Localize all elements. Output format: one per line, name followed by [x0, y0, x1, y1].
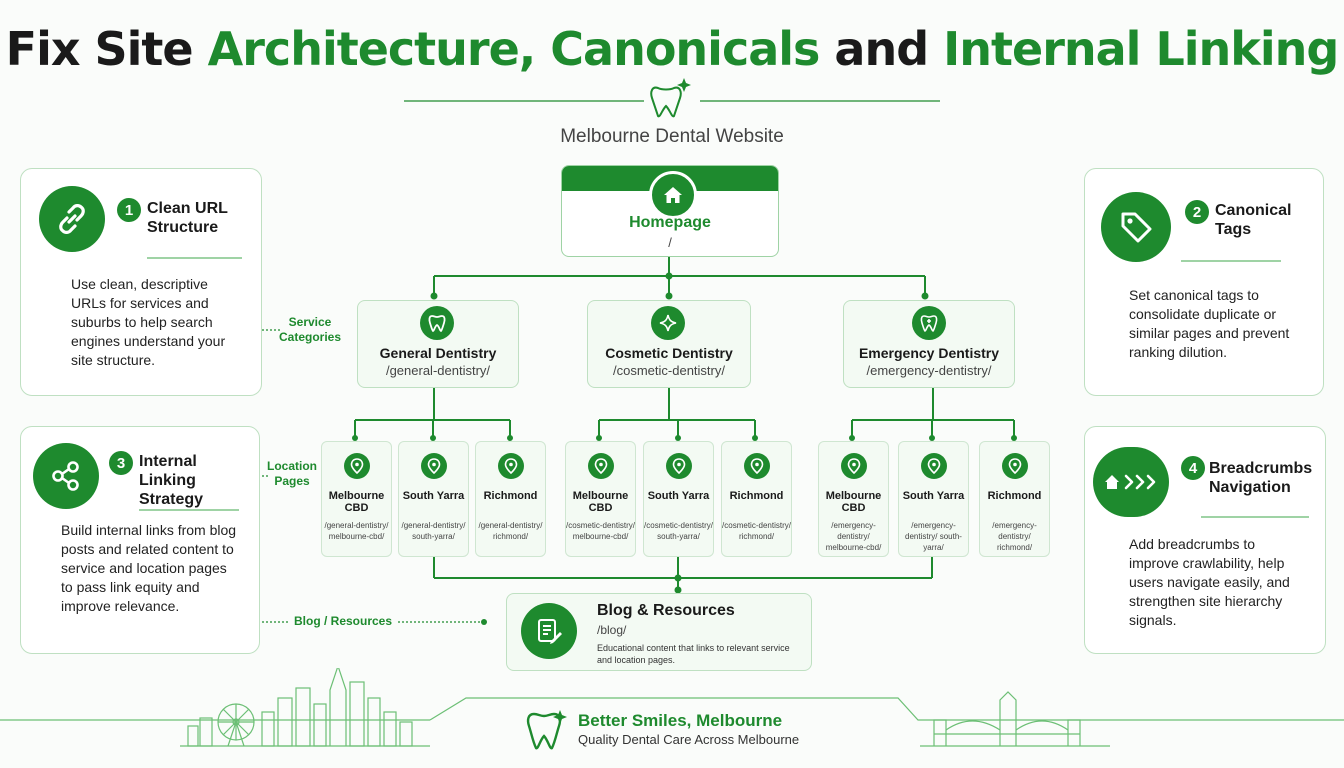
location-url: /emergency-dentistry/ south-yarra/ [905, 521, 962, 552]
panel-title: Breadcrumbs Navigation [1209, 460, 1313, 496]
panel-divider [139, 509, 239, 511]
panel-clean-url: 1 Clean URL Structure Use clean, descrip… [20, 168, 262, 396]
map-pin-icon [498, 453, 524, 479]
page-title: Fix Site Architecture, Canonicals and In… [5, 22, 1340, 76]
home-icon [649, 171, 697, 219]
location-name: South Yarra [402, 490, 465, 502]
location-url: /general-dentistry/ richmond/ [478, 521, 543, 541]
location-name: Richmond [987, 490, 1042, 502]
location-url: /general-dentistry/ melbourne-cbd/ [324, 521, 389, 541]
emergency-tooth-icon [912, 306, 946, 340]
label-service-categories: Service Categories [278, 315, 342, 344]
location-node[interactable]: South Yarra/general-dentistry/ south-yar… [398, 441, 469, 557]
location-url: /emergency-dentistry/ richmond/ [992, 521, 1037, 552]
blog-name: Blog & Resources [597, 602, 735, 619]
label-location-pages: Location Pages [267, 459, 317, 488]
location-node[interactable]: Richmond/cosmetic-dentistry/ richmond/ [721, 441, 792, 557]
map-pin-icon [921, 453, 947, 479]
location-url: /general-dentistry/ south-yarra/ [401, 521, 466, 541]
service-node-cosmetic[interactable]: Cosmetic Dentistry /cosmetic-dentistry/ [587, 300, 751, 388]
tag-icon [1101, 192, 1171, 262]
panel-title: Internal Linking Strategy [139, 453, 204, 508]
panel-body: Use clean, descriptive URLs for services… [71, 276, 226, 368]
map-pin-icon [744, 453, 770, 479]
sparkle-icon [651, 306, 685, 340]
location-name: Melbourne CBD [572, 490, 629, 514]
location-url: /cosmetic-dentistry/ south-yarra/ [644, 521, 713, 541]
location-name: Richmond [729, 490, 784, 502]
panel-body: Add breadcrumbs to improve crawlability,… [1129, 536, 1290, 628]
location-node[interactable]: South Yarra/cosmetic-dentistry/ south-ya… [643, 441, 714, 557]
homepage-name: Homepage [629, 214, 711, 231]
link-icon [39, 186, 105, 252]
step-number: 4 [1181, 456, 1205, 480]
service-name: Cosmetic Dentistry [605, 345, 733, 361]
step-number: 2 [1185, 200, 1209, 224]
location-node[interactable]: Melbourne CBD/cosmetic-dentistry/ melbou… [565, 441, 636, 557]
blog-url: /blog/ [597, 623, 627, 637]
location-name: Richmond [483, 490, 538, 502]
homepage-node[interactable]: Homepage / [561, 165, 779, 257]
tooth-icon [420, 306, 454, 340]
panel-divider [1181, 260, 1281, 262]
panel-body: Set canonical tags to consolidate duplic… [1129, 287, 1290, 360]
service-node-emergency[interactable]: Emergency Dentistry /emergency-dentistry… [843, 300, 1015, 388]
service-name: Emergency Dentistry [858, 345, 1000, 361]
map-pin-icon [344, 453, 370, 479]
panel-canonical: 2 Canonical Tags Set canonical tags to c… [1084, 168, 1324, 396]
map-pin-icon [588, 453, 614, 479]
step-number: 1 [117, 198, 141, 222]
location-node[interactable]: Richmond/emergency-dentistry/ richmond/ [979, 441, 1050, 557]
service-url: /cosmetic-dentistry/ [613, 363, 725, 378]
service-url: /emergency-dentistry/ [866, 363, 992, 378]
blog-node[interactable]: Blog & Resources /blog/ Educational cont… [506, 593, 812, 671]
location-node[interactable]: Melbourne CBD/general-dentistry/ melbour… [321, 441, 392, 557]
site-label: Melbourne Dental Website [560, 126, 784, 147]
panel-body: Build internal links from blog posts and… [61, 522, 237, 614]
service-name: General Dentistry [379, 345, 497, 361]
melbourne-skyline [0, 668, 1344, 747]
brand-tooth-icon [526, 710, 567, 750]
footer-brand: Better Smiles, Melbourne [578, 711, 783, 730]
blog-description: Educational content that links to releva… [597, 643, 790, 665]
map-pin-icon [666, 453, 692, 479]
location-node[interactable]: South Yarra/emergency-dentistry/ south-y… [898, 441, 969, 557]
location-url: /cosmetic-dentistry/ richmond/ [722, 521, 791, 541]
service-node-general[interactable]: General Dentistry /general-dentistry/ [357, 300, 519, 388]
panel-internal-linking: 3 Internal Linking Strategy Build intern… [20, 426, 260, 654]
label-blog-resources: Blog / Resources [293, 614, 393, 628]
panel-title: Clean URL Structure [147, 200, 228, 236]
map-pin-icon [421, 453, 447, 479]
location-url: /cosmetic-dentistry/ melbourne-cbd/ [566, 521, 635, 541]
service-url: /general-dentistry/ [385, 363, 491, 378]
location-name: Melbourne CBD [825, 490, 882, 514]
location-node[interactable]: Melbourne CBD/emergency-dentistry/ melbo… [818, 441, 889, 557]
panel-divider [1201, 516, 1309, 518]
document-edit-icon [521, 603, 577, 659]
share-nodes-icon [33, 443, 99, 509]
panel-title: Canonical Tags [1215, 202, 1292, 238]
location-name: South Yarra [647, 490, 710, 502]
panel-divider [147, 257, 242, 259]
map-pin-icon [841, 453, 867, 479]
panel-breadcrumbs: 4 Breadcrumbs Navigation Add breadcrumbs… [1084, 426, 1326, 654]
footer-tagline: Quality Dental Care Across Melbourne [578, 732, 800, 747]
map-pin-icon [1002, 453, 1028, 479]
location-name: Melbourne CBD [328, 490, 385, 514]
homepage-url: / [668, 235, 672, 250]
step-number: 3 [109, 451, 133, 475]
location-node[interactable]: Richmond/general-dentistry/ richmond/ [475, 441, 546, 557]
breadcrumb-icon [1093, 447, 1169, 517]
title-divider [404, 78, 940, 118]
location-name: South Yarra [902, 490, 965, 502]
tooth-sparkle-icon [650, 78, 691, 118]
location-url: /emergency-dentistry/ melbourne-cbd/ [825, 521, 882, 552]
